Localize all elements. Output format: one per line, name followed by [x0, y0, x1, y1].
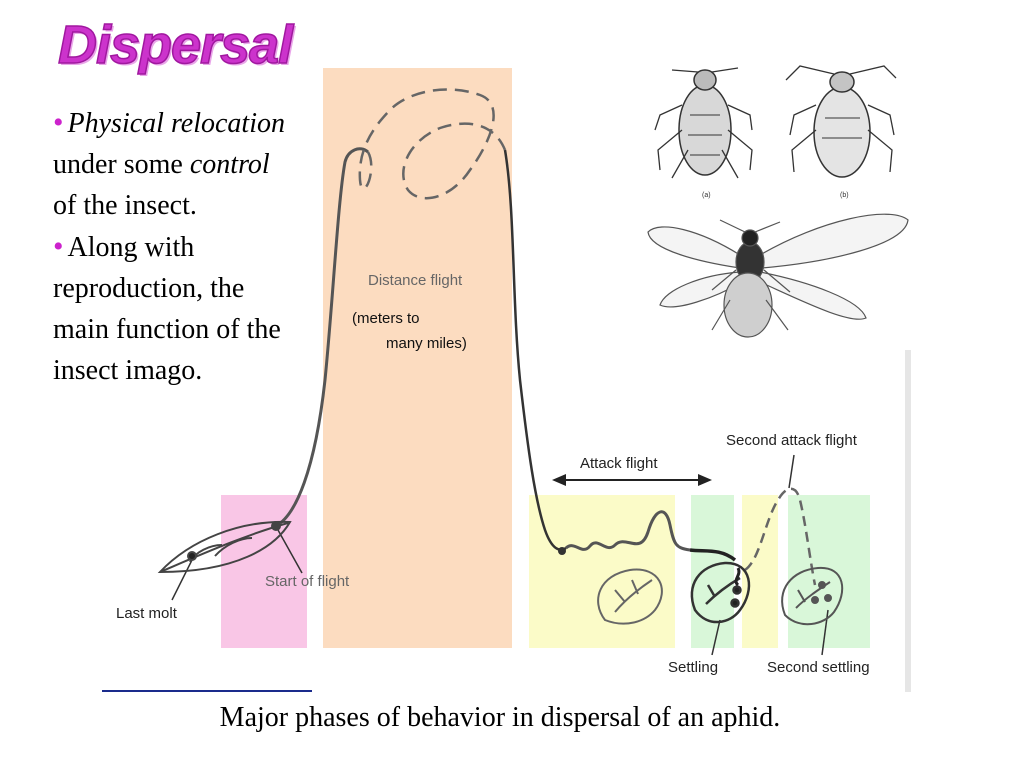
phase-band-settling	[691, 495, 734, 648]
leader-start-flight	[277, 529, 303, 574]
flight-path-ascent	[275, 147, 369, 528]
bullet-dot-icon: •	[53, 230, 64, 263]
caption-rule	[102, 690, 312, 692]
bullet-text-run: of the insect.	[53, 190, 197, 221]
second-attack-path	[744, 487, 817, 586]
leader-last-molt	[171, 559, 193, 601]
aphid-wingless-b-icon	[785, 65, 897, 178]
settling-path	[689, 548, 737, 562]
leader-second-attack	[788, 454, 795, 489]
bullet-text-run: Physical	[67, 108, 164, 139]
leaf-settling-icon	[690, 561, 751, 624]
bullet-list: •Physical relocation under some control …	[53, 102, 298, 391]
aphid-winged-icon	[647, 213, 909, 338]
photo-label-b: (b)	[840, 192, 849, 199]
arrow-head-left	[552, 474, 566, 486]
label-second-attack-flight: Second attack flight	[726, 432, 858, 449]
label-distance-note-line1: (meters to	[352, 310, 420, 327]
label-start-of-flight: Start of flight	[265, 573, 350, 590]
label-settling: Settling	[668, 659, 718, 676]
flight-path-loops	[358, 88, 507, 200]
leaf-attack-icon	[597, 568, 663, 625]
bullet-item: •Along with reproduction, the main funct…	[53, 226, 298, 391]
aphid-wingless-a-icon	[654, 67, 753, 179]
bullet-text-run: under some	[53, 149, 190, 180]
dispersal-diagram: (a) (b) Distance flight (meters to many …	[116, 65, 911, 692]
bullet-text-run: control	[189, 149, 270, 180]
label-attack-flight: Attack flight	[580, 455, 658, 472]
bullet-dot-icon: •	[53, 106, 64, 139]
label-distance-flight: Distance flight	[368, 272, 463, 289]
label-distance-note-line2: many miles)	[386, 335, 467, 352]
photo-label-a: (a)	[702, 192, 711, 199]
label-second-settling: Second settling	[767, 659, 870, 676]
phase-band-second-attack	[742, 495, 778, 648]
bullet-text-run: relocation	[170, 108, 285, 139]
slide-title: Dispersal	[57, 14, 294, 76]
phase-band-molt	[221, 495, 307, 648]
flight-path-descent	[503, 149, 567, 551]
leaf-last-molt-icon	[157, 520, 292, 574]
leader-settling	[711, 619, 721, 656]
bullet-item: •Physical relocation under some control …	[53, 102, 298, 226]
attack-wiggle	[565, 510, 691, 552]
leaf-second-settling-icon	[781, 566, 844, 626]
figure-caption: Major phases of behavior in dispersal of…	[219, 702, 781, 733]
attack-start-dot	[558, 547, 566, 555]
scan-edge	[905, 350, 911, 692]
label-last-molt: Last molt	[116, 605, 178, 622]
bullet-text-run: Along with reproduction, the main functi…	[53, 232, 281, 386]
phase-band-distance	[323, 68, 512, 648]
arrow-head-right	[698, 474, 712, 486]
